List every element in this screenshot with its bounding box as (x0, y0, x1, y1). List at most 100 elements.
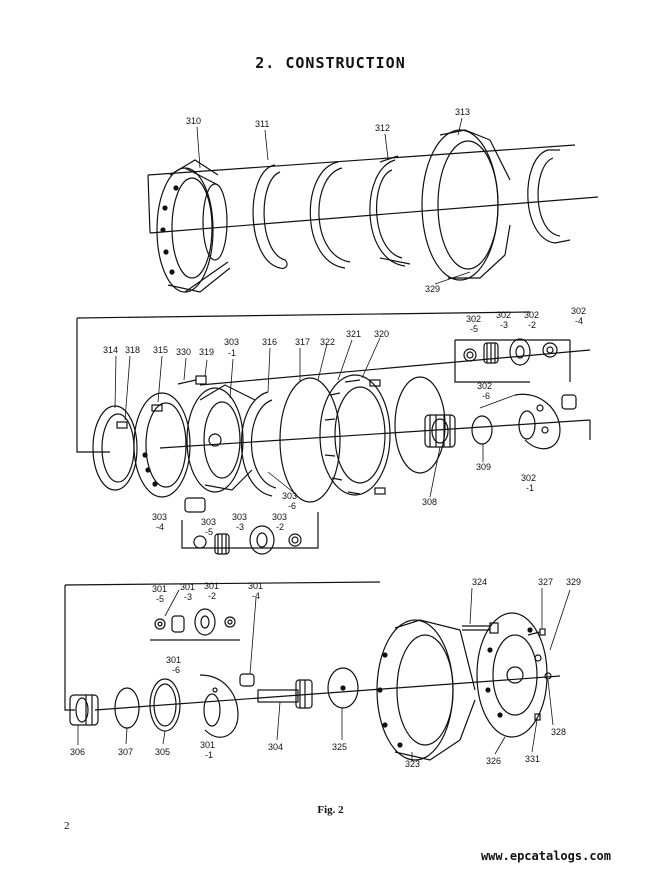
label-324: 324 (472, 577, 487, 587)
label-327: 327 (538, 577, 553, 587)
part-314-ring (92, 405, 138, 491)
watermark: www.epcatalogs.com (480, 849, 611, 863)
label-323: 323 (405, 759, 420, 769)
part-310-flange-hub (156, 159, 231, 293)
label-301-4-suffix: -4 (252, 591, 260, 601)
part-313-gear-housing (421, 129, 511, 281)
label-330: 330 (176, 347, 191, 357)
label-303-6-num: 303 (282, 491, 297, 501)
label-304: 304 (268, 742, 283, 752)
label-315: 315 (153, 345, 168, 355)
label-303-3-suffix: -3 (236, 522, 244, 532)
label-303-6-suffix: -6 (288, 501, 296, 511)
label-325: 325 (332, 742, 347, 752)
label-302-2-num: 302 (524, 310, 539, 320)
part-327-bolt (527, 628, 546, 636)
section-3-frame (64, 581, 561, 711)
section-1-frame (147, 144, 599, 234)
label-308: 308 (422, 497, 437, 507)
label-319: 319 (199, 347, 214, 357)
label-301-1-suffix: -1 (205, 750, 213, 760)
thin-disk (394, 376, 446, 474)
label-328: 328 (551, 727, 566, 737)
label-301-3-num: 301 (180, 582, 195, 592)
roller-bearing (527, 149, 571, 244)
label-301-6-num: 301 (166, 655, 181, 665)
label-303-1-suffix: -1 (228, 348, 236, 358)
leader-lines (77, 117, 571, 760)
label-302-4-num: 302 (571, 306, 586, 316)
part-301-subassembly (154, 608, 255, 738)
part-331-bolt (534, 713, 541, 721)
label-303-3-num: 303 (232, 512, 247, 522)
label-302-6-num: 302 (477, 381, 492, 391)
part-328-plug (544, 672, 552, 680)
label-322: 322 (320, 337, 335, 347)
label-306: 306 (70, 747, 85, 757)
label-303-1-num: 303 (224, 337, 239, 347)
label-320: 320 (374, 329, 389, 339)
part-329-plug (534, 654, 542, 662)
label-302-2-suffix: -2 (528, 320, 536, 330)
part-315-carrier-plate (133, 392, 191, 498)
label-303-4-suffix: -4 (156, 522, 164, 532)
label-301-3-suffix: -3 (184, 592, 192, 602)
part-308-sun-gear (424, 414, 456, 448)
part-321-disk (279, 377, 341, 503)
figure-caption: Fig. 2 (317, 804, 344, 816)
label-301-2-num: 301 (204, 581, 219, 591)
label-312: 312 (375, 123, 390, 133)
label-301-5-suffix: -5 (156, 594, 164, 604)
label-302-5-num: 302 (466, 314, 481, 324)
part-326-cover (476, 612, 548, 738)
label-302-3-num: 302 (496, 310, 511, 320)
label-302-4-suffix: -4 (575, 316, 583, 326)
plain-ring (309, 161, 351, 269)
label-303-2-suffix: -2 (276, 522, 284, 532)
label-318: 318 (125, 345, 140, 355)
label-303-4-num: 303 (152, 512, 167, 522)
label-310: 310 (186, 116, 201, 126)
part-325-disk (327, 667, 359, 709)
page-number: 2 (64, 820, 70, 832)
label-311: 311 (255, 119, 269, 129)
part-309-ring (471, 415, 493, 445)
part-316-ring (240, 391, 277, 497)
label-305: 305 (155, 747, 170, 757)
part-319-bolt (177, 375, 207, 385)
part-320-ring-gear (319, 374, 391, 496)
label-329-top: 329 (425, 284, 440, 294)
label-301-4-num: 301 (248, 581, 263, 591)
label-331: 331 (525, 754, 540, 764)
part-324-bolt (462, 622, 499, 634)
part-323-housing (376, 619, 476, 761)
label-307: 307 (118, 747, 133, 757)
label-314: 314 (103, 345, 118, 355)
label-302-1-suffix: -1 (526, 483, 534, 493)
part-312-bearing-ring (369, 155, 411, 267)
label-303-5-suffix: -5 (205, 527, 213, 537)
label-301-6-suffix: -6 (172, 665, 180, 675)
section-2-frame (76, 311, 591, 453)
label-302-5-suffix: -5 (470, 324, 478, 334)
label-302-6-suffix: -6 (482, 391, 490, 401)
part-302-subassembly-frame (454, 338, 577, 450)
page-title: 2. CONSTRUCTION (255, 54, 406, 72)
part-303-subassembly-frame (181, 497, 319, 555)
label-313: 313 (455, 107, 470, 117)
label-303-2-num: 303 (272, 512, 287, 522)
label-302-1-num: 302 (521, 473, 536, 483)
label-309: 309 (476, 462, 491, 472)
part-304-shaft (257, 679, 313, 709)
label-302-3-suffix: -3 (500, 320, 508, 330)
label-326: 326 (486, 756, 501, 766)
part-306-bearing (69, 694, 99, 726)
label-301-2-suffix: -2 (208, 591, 216, 601)
part-311-snap-ring (252, 164, 288, 270)
label-303-5-num: 303 (201, 517, 216, 527)
label-301-1-num: 301 (200, 740, 215, 750)
label-301-5-num: 301 (152, 584, 167, 594)
label-321: 321 (346, 329, 361, 339)
part-303-1-carrier (186, 384, 256, 493)
